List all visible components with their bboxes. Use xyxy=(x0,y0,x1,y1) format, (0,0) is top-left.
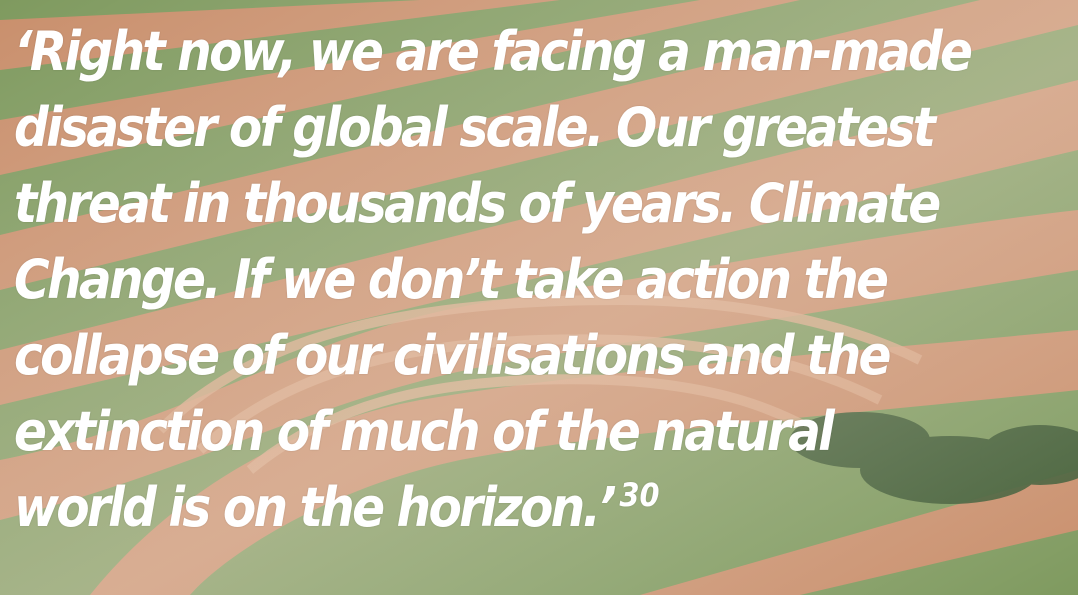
quote-line-7-text: world is on the horizon.’ xyxy=(14,476,617,539)
quote-line-4: Change. If we don’t take action the xyxy=(14,248,889,311)
pull-quote: ‘Right now, we are facing a man-made dis… xyxy=(14,14,973,546)
quote-line-2: disaster of global scale. Our greatest xyxy=(14,96,936,159)
footnote-reference[interactable]: 30 xyxy=(619,476,660,514)
quote-line-6: extinction of much of the natural xyxy=(14,400,835,463)
quote-line-3: threat in thousands of years. Climate xyxy=(14,172,941,235)
quote-line-7: world is on the horizon.’30 xyxy=(14,470,968,546)
quote-line-5: collapse of our civilisations and the xyxy=(14,324,892,387)
quote-line-1: ‘Right now, we are facing a man-made xyxy=(14,20,973,83)
